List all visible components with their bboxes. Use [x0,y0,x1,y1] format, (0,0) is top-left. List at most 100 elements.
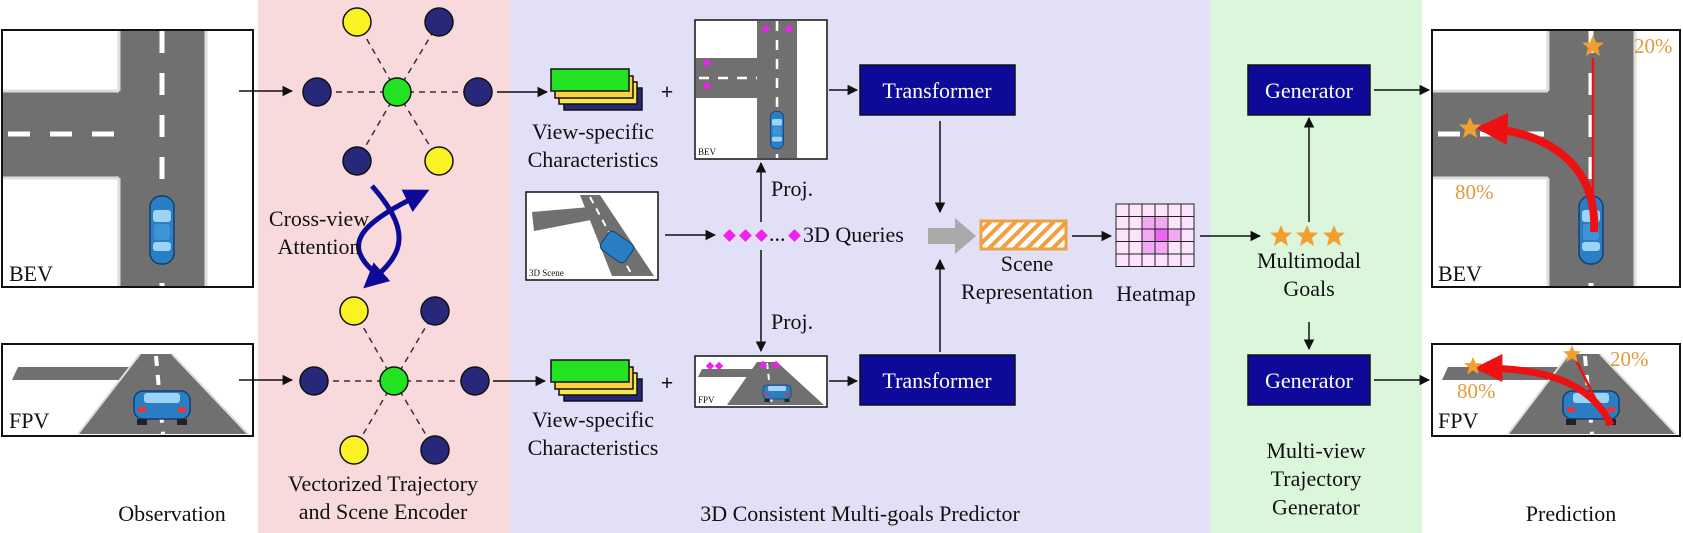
heatmap-cell [1141,203,1156,217]
transformer-top-box: Transformer [859,64,1016,116]
3d-scene-label: 3D Scene [529,268,564,278]
node-navy [299,366,329,396]
heatmap-cell [1180,241,1195,255]
heatmap-cell [1115,241,1130,255]
section-observation: Observation [118,501,226,526]
node-navy [302,77,332,107]
generator-top-box: Generator [1247,64,1371,116]
pred-fpv-trajectory-left [1474,354,1615,427]
pred-fpv-20: 20% [1610,347,1649,371]
svg-text:Generator: Generator [1265,368,1354,393]
transformer-bottom-box: Transformer [859,354,1016,406]
pred-fpv-80: 80% [1457,379,1496,403]
heatmap-cell [1115,216,1130,230]
bev-label: BEV [9,261,53,286]
fpv-thumbnail: FPV [694,355,828,408]
heatmap-cell [1141,241,1156,255]
node-navy [420,296,450,326]
node-yellow [424,146,454,176]
heatmap-cell [1141,216,1156,230]
heatmap-cell [1167,228,1182,242]
pred-bev-20: 20% [1634,34,1673,58]
section-predictor: 3D Consistent Multi-goals Predictor [700,501,1020,526]
heatmap-cell [1141,253,1156,267]
queries-ellipsis: ... [769,221,786,246]
heatmap-cell [1154,216,1169,230]
node-navy [420,435,450,465]
node-navy [342,146,372,176]
heatmap-cell [1115,253,1130,267]
heatmap-cell [1167,216,1182,230]
heatmap-cell [1167,203,1182,217]
heatmap-cell [1154,203,1169,217]
observation-fpv-image: FPV [1,343,254,437]
proj-bottom-label: Proj. [771,309,813,334]
section-prediction: Prediction [1526,501,1616,526]
node-navy [463,77,493,107]
node-yellow [339,296,369,326]
heatmap-cell [1180,228,1195,242]
prediction-fpv-image: 20% 80% FPV [1431,343,1681,437]
heatmap-cell [1180,216,1195,230]
fpv-label: FPV [9,408,49,433]
plus-bottom: + [661,370,674,395]
heatmap-cell [1180,253,1195,267]
node-navy [460,366,490,396]
pred-fpv-label: FPV [1438,408,1478,433]
svg-text:Transformer: Transformer [882,368,992,393]
heatmap-cell [1154,253,1169,267]
heatmap-cell [1128,241,1143,255]
goal-stars [1270,225,1345,246]
heatmap-cell [1154,228,1169,242]
observation-bev-image: BEV [1,29,254,288]
plus-top: + [661,79,674,104]
heatmap-cell [1167,241,1182,255]
fusion-arrow [928,218,976,254]
svg-text:Transformer: Transformer [882,78,992,103]
graph-bev-nodes [302,7,493,176]
node-yellow [339,435,369,465]
node-yellow [342,7,372,37]
generator-bottom-box: Generator [1247,354,1371,406]
prediction-bev-image: 20% 80% BEV [1431,29,1681,288]
pred-bev-80: 80% [1455,180,1494,204]
heatmap-cell [1115,228,1130,242]
bev-thumbnail-label: BEV [698,147,717,157]
pred-bev-label: BEV [1438,261,1482,286]
queries-label: 3D Queries [803,222,904,247]
heatmap-cell [1180,203,1195,217]
3d-scene-thumbnail: 3D Scene [525,191,659,281]
scene-representation-box [979,219,1068,251]
heatmap-cell [1128,203,1143,217]
proj-top-label: Proj. [771,176,813,201]
svg-text:Generator: Generator [1265,78,1354,103]
heatmap-label: Heatmap [1116,281,1195,306]
feature-stack-fpv [550,359,643,402]
heatmap-cell [1141,228,1156,242]
pred-fpv-trajectory-straight [1572,355,1598,401]
feature-stack-bev [550,68,643,111]
node-navy [424,7,454,37]
fpv-thumbnail-label: FPV [698,395,715,405]
node-green [382,77,412,107]
heatmap-cell [1115,203,1130,217]
heatmap-cell [1128,253,1143,267]
heatmap-cell [1154,241,1169,255]
heatmap-grid [1115,203,1195,267]
heatmap-cell [1128,228,1143,242]
cross-attention-arrow-2 [356,189,430,272]
cross-attention-arrow-1 [363,184,402,289]
graph-fpv-nodes [299,296,490,465]
heatmap-cell [1167,253,1182,267]
bev-thumbnail: BEV [694,19,828,160]
heatmap-cell [1128,216,1143,230]
